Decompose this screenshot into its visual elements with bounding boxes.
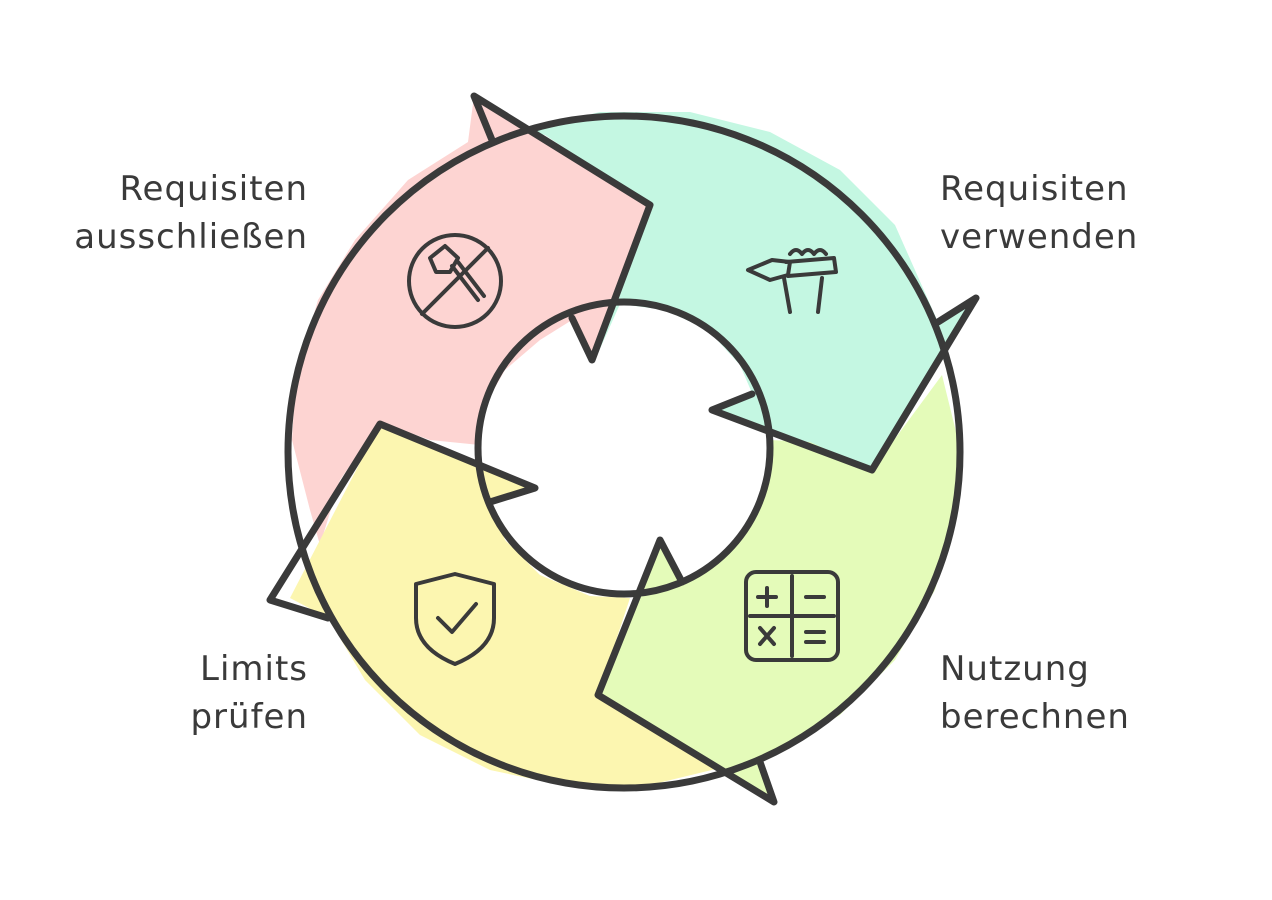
arrow-check-head bbox=[266, 420, 539, 622]
hand-holding-pen-icon bbox=[746, 248, 838, 314]
label-exclude-line2: ausschließen bbox=[74, 217, 308, 257]
label-use: Requisiten verwenden bbox=[940, 165, 1240, 261]
segment-exclude bbox=[292, 96, 650, 545]
label-check: Limits prüfen bbox=[40, 645, 308, 741]
segment-calc bbox=[598, 375, 958, 802]
inner-ring bbox=[474, 298, 774, 598]
no-axe-icon bbox=[407, 233, 503, 329]
arrow-exclude-head bbox=[470, 92, 654, 364]
segment-outlines bbox=[266, 92, 980, 806]
label-check-line1: Limits bbox=[200, 649, 308, 689]
label-check-line2: prüfen bbox=[190, 697, 308, 737]
calculator-icon bbox=[744, 570, 840, 662]
label-calc-line2: berechnen bbox=[940, 697, 1130, 737]
outer-ring bbox=[284, 112, 964, 792]
label-exclude-line1: Requisiten bbox=[119, 169, 308, 209]
arrow-calc-head bbox=[594, 536, 778, 806]
shield-check-icon bbox=[414, 572, 496, 666]
arrow-use-head bbox=[708, 294, 980, 474]
label-calc: Nutzung berechnen bbox=[940, 645, 1240, 741]
segment-use bbox=[525, 112, 976, 470]
label-use-line1: Requisiten bbox=[940, 169, 1129, 209]
label-calc-line1: Nutzung bbox=[940, 649, 1090, 689]
label-use-line2: verwenden bbox=[940, 217, 1139, 257]
label-exclude: Requisiten ausschließen bbox=[40, 165, 308, 261]
